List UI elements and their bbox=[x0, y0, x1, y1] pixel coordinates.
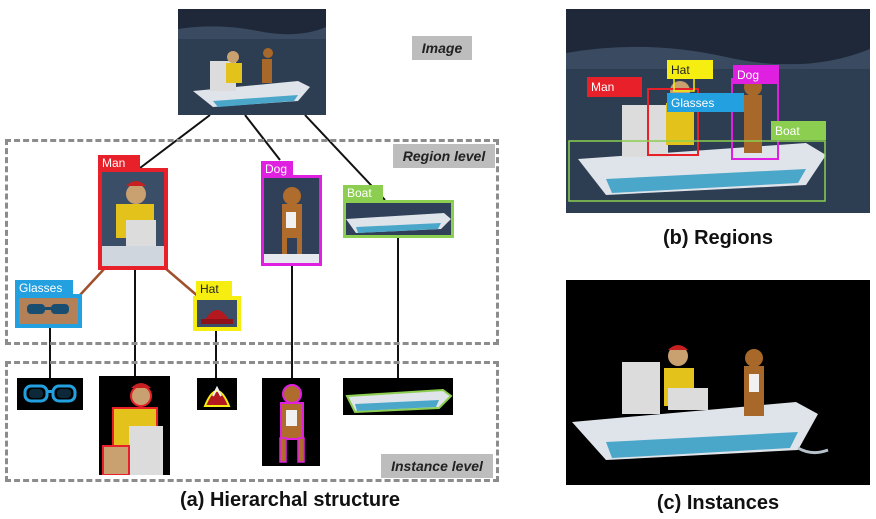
glasses-region-crop bbox=[15, 294, 82, 328]
instance-level-box bbox=[5, 361, 499, 482]
edge-man-glasses bbox=[79, 267, 106, 296]
dog-region-crop bbox=[261, 175, 322, 266]
man-region-crop bbox=[98, 168, 168, 270]
edge-image-dog bbox=[244, 114, 281, 161]
caption-instances: (c) Instances bbox=[656, 492, 780, 514]
boat-region-crop bbox=[343, 200, 454, 238]
region-level-box bbox=[5, 139, 499, 345]
hat-tag: Hat bbox=[196, 281, 232, 297]
caption-regions: (b) Regions bbox=[663, 227, 773, 249]
boat-tag: Boat bbox=[343, 185, 383, 201]
dog-instance bbox=[262, 378, 320, 466]
caption-hierarchal-structure: (a) Hierarchal structure bbox=[179, 489, 401, 511]
edge-man-hat bbox=[164, 267, 201, 299]
regions-boat-tag: Boat bbox=[771, 121, 826, 140]
hat-region-crop bbox=[193, 296, 241, 331]
region-level-label: Region level bbox=[393, 144, 495, 168]
hat-instance bbox=[197, 378, 237, 410]
boat-instance bbox=[343, 378, 453, 415]
man-instance bbox=[99, 376, 170, 475]
instance-level-label: Instance level bbox=[381, 454, 493, 478]
image-label: Image bbox=[412, 36, 472, 60]
source-image bbox=[178, 9, 326, 115]
glasses-instance bbox=[17, 378, 83, 410]
regions-man-tag: Man bbox=[587, 77, 642, 97]
regions-glasses-tag: Glasses bbox=[667, 93, 744, 112]
dog-tag: Dog bbox=[261, 161, 293, 176]
man-tag: Man bbox=[98, 155, 140, 170]
glasses-tag: Glasses bbox=[15, 280, 73, 296]
instances-image bbox=[566, 280, 870, 485]
regions-dog-tag: Dog bbox=[733, 65, 779, 84]
regions-hat-tag: Hat bbox=[667, 60, 713, 79]
